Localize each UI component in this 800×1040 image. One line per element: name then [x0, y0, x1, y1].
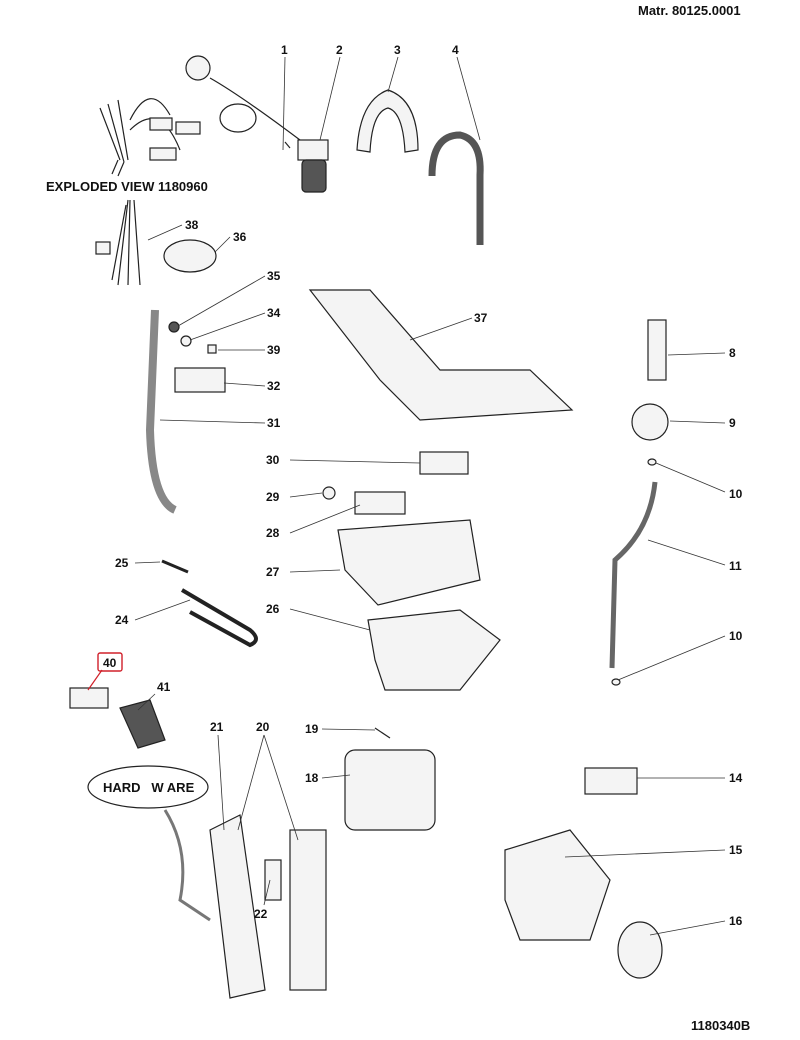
harness-38-drawing [95, 199, 141, 286]
wiring-harness-drawing [99, 98, 201, 177]
callout-20[interactable]: 20 [256, 720, 270, 734]
callout-38[interactable]: 38 [185, 218, 199, 232]
callout-28[interactable]: 28 [266, 526, 280, 540]
pcb-drawing [289, 829, 327, 991]
callout-2[interactable]: 2 [336, 43, 343, 57]
callout-10-top[interactable]: 10 [729, 487, 743, 501]
o-ring-top-drawing [647, 458, 657, 466]
callout-36[interactable]: 36 [233, 230, 247, 244]
callout-22[interactable]: 22 [254, 907, 268, 921]
cap-29-drawing [322, 486, 336, 500]
callout-40[interactable]: 40 [103, 656, 117, 670]
document-number: 1180340B [691, 1018, 751, 1033]
highlight-leader-40 [87, 669, 103, 691]
module-41-drawing [119, 699, 166, 749]
drain-hose-drawing [428, 131, 484, 245]
callout-18[interactable]: 18 [305, 771, 319, 785]
callout-3[interactable]: 3 [394, 43, 401, 57]
dispenser-housing-drawing [367, 609, 501, 691]
door-lock-drawing [584, 767, 638, 795]
hardware-label[interactable]: HARD W ARE [103, 780, 195, 795]
top-panel-drawing [308, 289, 574, 421]
callout-4[interactable]: 4 [452, 43, 459, 57]
callout-16[interactable]: 16 [729, 914, 743, 928]
callout-39[interactable]: 39 [267, 343, 281, 357]
heater-drawing [180, 588, 258, 648]
power-cord-filter-drawing [185, 55, 329, 193]
callout-34[interactable]: 34 [267, 306, 281, 320]
callout-24[interactable]: 24 [115, 613, 129, 627]
sensor-drawing [161, 559, 189, 574]
hardware-oval [87, 765, 209, 809]
callout-8[interactable]: 8 [729, 346, 736, 360]
washer-34-drawing [180, 335, 192, 347]
callout-14[interactable]: 14 [729, 771, 743, 785]
callout-26[interactable]: 26 [266, 602, 280, 616]
callout-31[interactable]: 31 [267, 416, 281, 430]
label-40-drawing [69, 687, 109, 709]
highlight-box-40 [97, 652, 123, 672]
dispenser-lid-drawing [419, 451, 469, 475]
inlet-hose-drawing [145, 309, 177, 514]
callout-32[interactable]: 32 [267, 379, 281, 393]
callout-25[interactable]: 25 [115, 556, 129, 570]
seal-35-drawing [168, 321, 180, 333]
callout-11[interactable]: 11 [729, 559, 742, 573]
cap-39-drawing [207, 344, 217, 354]
hose-guide-drawing [356, 89, 419, 153]
cable-drawing [163, 809, 211, 922]
o-ring-bottom-drawing [611, 678, 621, 686]
exploded-view-note: EXPLODED VIEW 1180960 [46, 179, 208, 194]
callout-9[interactable]: 9 [729, 416, 736, 430]
callout-15[interactable]: 15 [729, 843, 743, 857]
pressure-switch-drawing [631, 403, 669, 441]
board-support-drawing [209, 814, 266, 999]
screw-19-drawing [374, 727, 391, 739]
bracket-8-drawing [647, 319, 667, 381]
drain-pump-drawing [504, 829, 611, 941]
callout-35[interactable]: 35 [267, 269, 281, 283]
callout-41[interactable]: 41 [157, 680, 171, 694]
pump-filter-drawing [617, 921, 663, 979]
callout-1[interactable]: 1 [281, 43, 288, 57]
dispenser-drawer-drawing [337, 519, 481, 606]
leader-lines [87, 56, 726, 936]
callout-10-bottom[interactable]: 10 [729, 629, 743, 643]
callout-37[interactable]: 37 [474, 311, 488, 325]
chip-22-drawing [264, 859, 282, 901]
callout-19[interactable]: 19 [305, 722, 319, 736]
material-code: Matr. 80125.0001 [638, 3, 741, 18]
callout-27[interactable]: 27 [266, 565, 280, 579]
grommet-drawing [163, 239, 217, 273]
pressure-tube-drawing [609, 481, 658, 669]
valve-32-drawing [174, 367, 226, 393]
callout-29[interactable]: 29 [266, 490, 280, 504]
callout-30[interactable]: 30 [266, 453, 280, 467]
motor-drawing [344, 749, 436, 831]
dispenser-insert-drawing [354, 491, 406, 515]
callout-21[interactable]: 21 [210, 720, 224, 734]
